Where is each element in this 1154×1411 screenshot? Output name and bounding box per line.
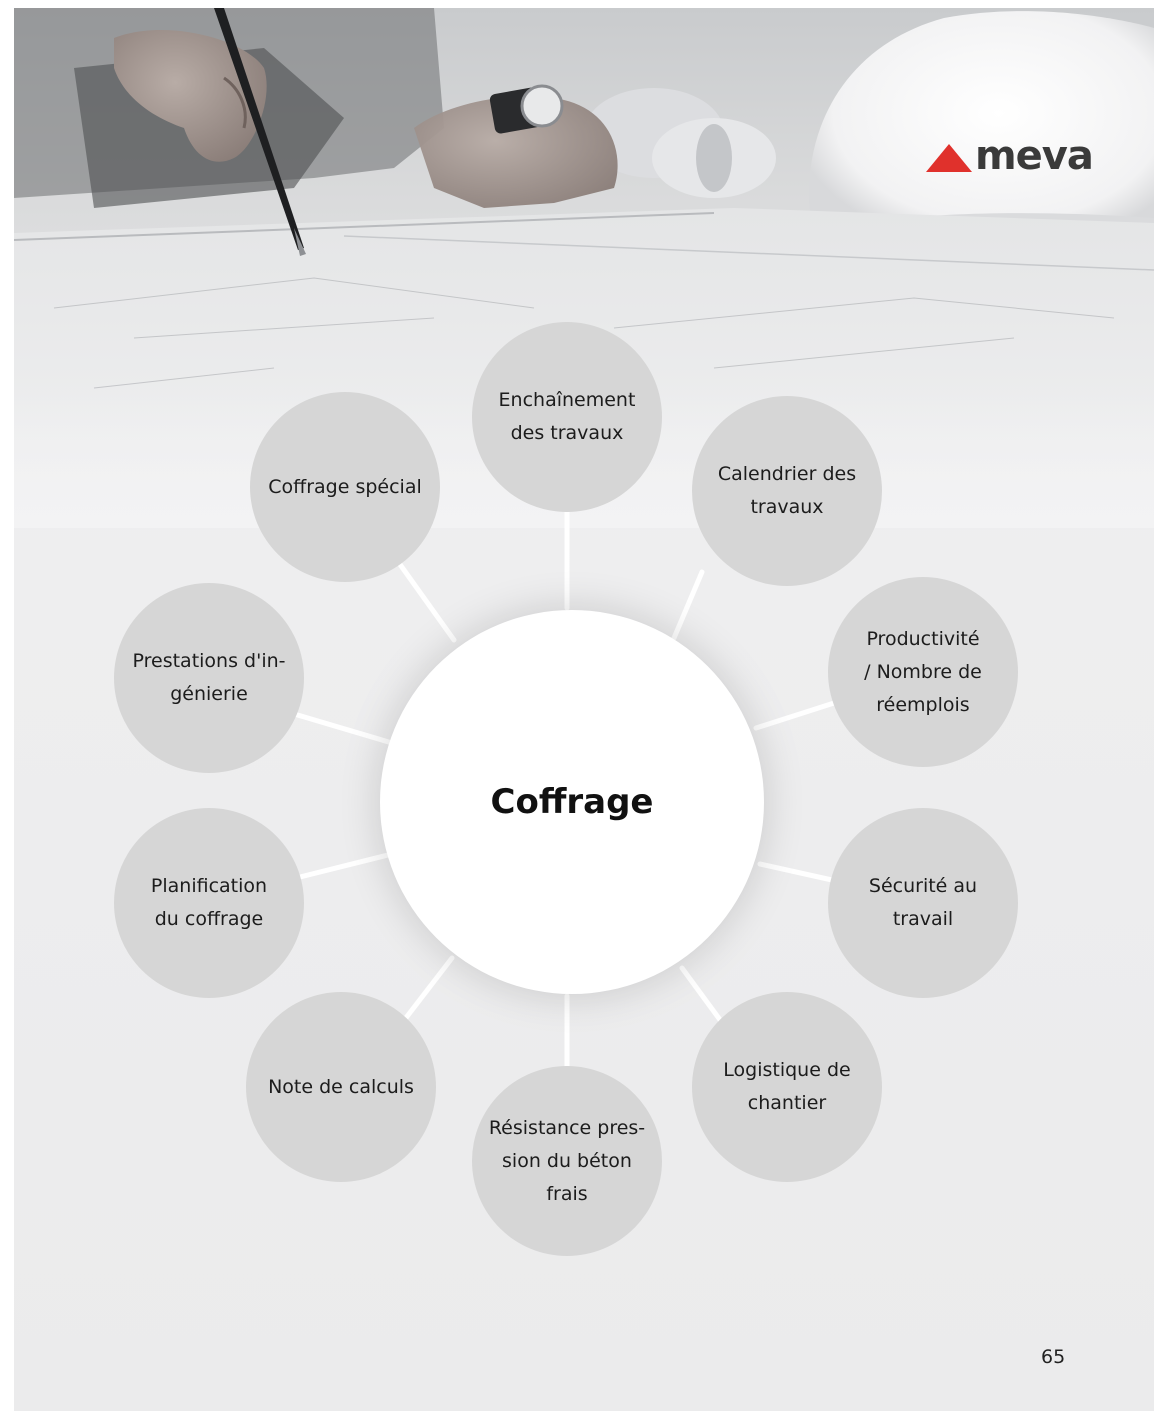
- node-label: Prestations d'in- génierie: [132, 650, 286, 705]
- node-formwork-planning: Planification du coffrage: [114, 808, 304, 998]
- node-engineering-services: Prestations d'in- génierie: [114, 583, 304, 773]
- node-label: Résistance pres- sion du béton frais: [488, 1116, 646, 1205]
- node-work-safety: Sécurité au travail: [828, 808, 1018, 998]
- diagram-connectors: [271, 505, 837, 1091]
- node-label: Logistique de chantier: [723, 1059, 851, 1114]
- page-number: 65: [1041, 1346, 1066, 1368]
- meva-logo: meva: [926, 133, 1094, 179]
- node-label: Note de calculs: [268, 1075, 414, 1098]
- node-concrete-pressure: Résistance pres- sion du béton frais: [472, 1066, 662, 1256]
- node-label: Calendrier des travaux: [717, 463, 857, 518]
- logo-triangle-icon: [926, 144, 972, 172]
- node-site-logistics: Logistique de chantier: [692, 992, 882, 1182]
- brochure-page: meva Enchaînement des travaux Calendrier…: [14, 8, 1154, 1411]
- node-label: Coffrage spécial: [268, 475, 422, 498]
- node-productivity: Productivité / Nombre de réemplois: [828, 577, 1018, 767]
- node-work-schedule: Calendrier des travaux: [692, 396, 882, 586]
- logo-text: meva: [975, 133, 1094, 179]
- node-calculation-note: Note de calculs: [246, 992, 436, 1182]
- node-label: Sécurité au travail: [868, 875, 978, 930]
- node-special-formwork: Coffrage spécial: [250, 392, 440, 582]
- node-label: Planification du coffrage: [150, 875, 268, 930]
- node-label: Enchaînement des travaux: [498, 389, 636, 444]
- node-label: Productivité / Nombre de réemplois: [864, 627, 982, 716]
- center-label: Coffrage: [490, 782, 654, 822]
- node-work-sequence: Enchaînement des travaux: [472, 322, 662, 512]
- center-node: Coffrage: [380, 610, 764, 994]
